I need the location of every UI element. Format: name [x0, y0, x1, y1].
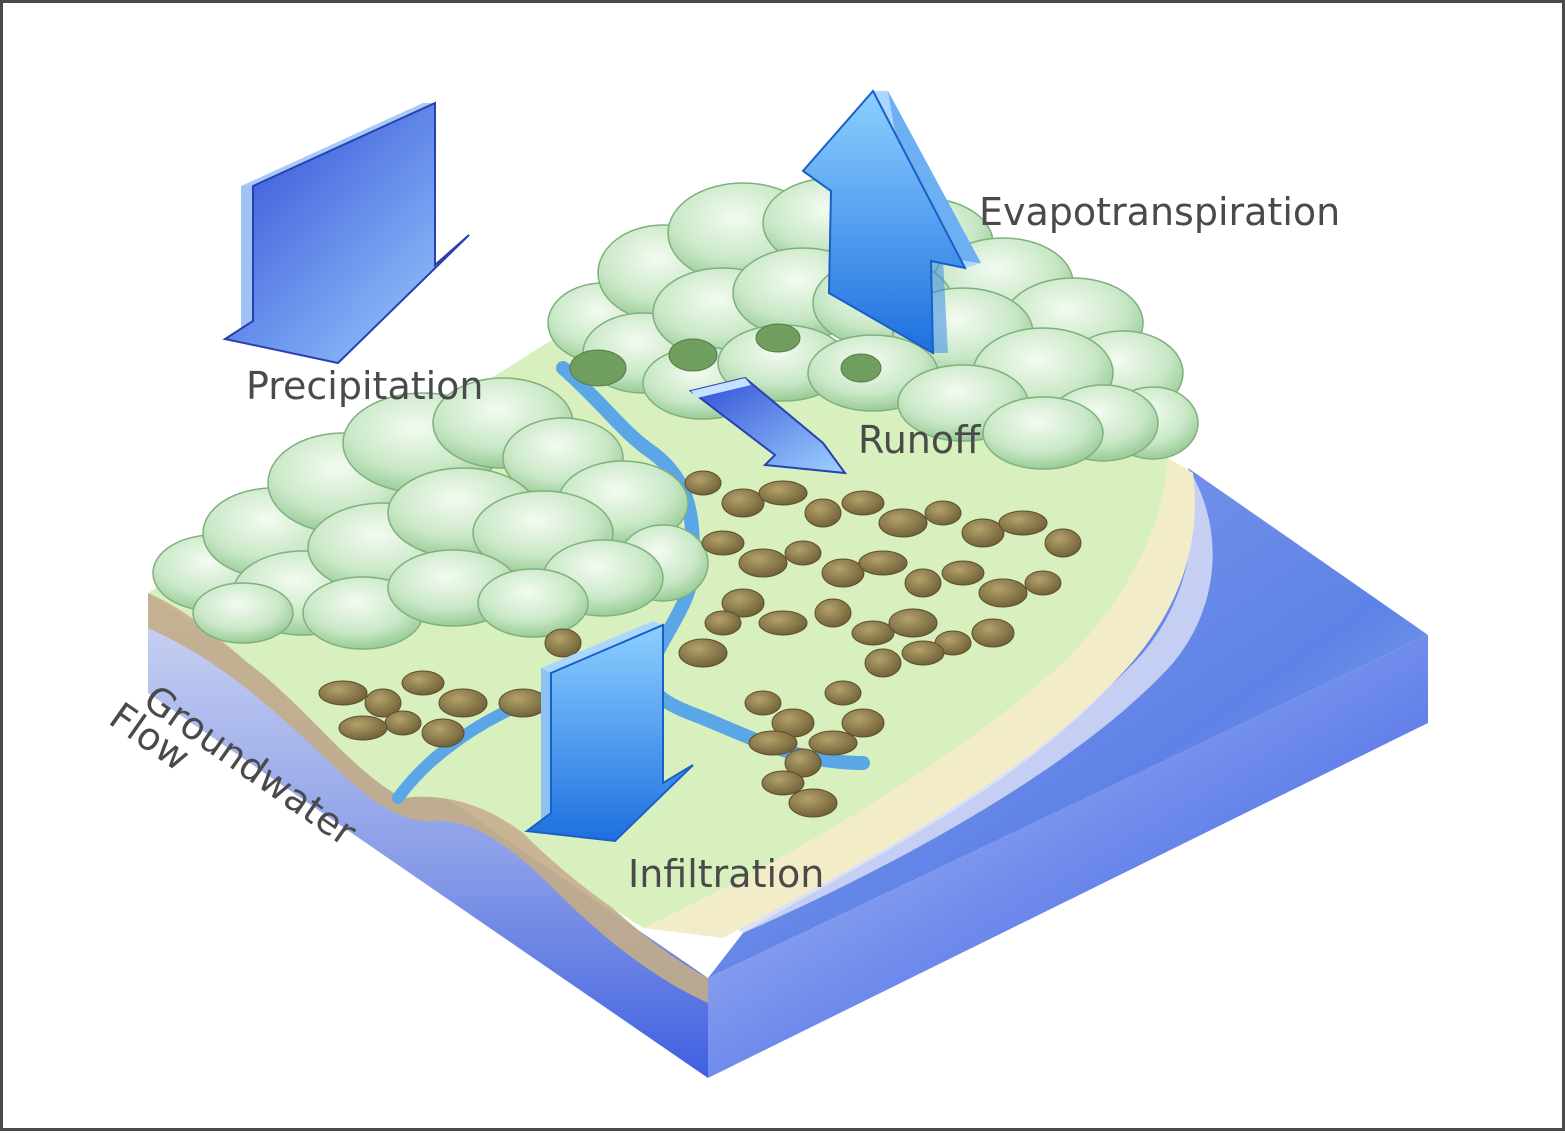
- shrub: [924, 500, 962, 526]
- shrub: [758, 480, 808, 506]
- shrub: [738, 548, 788, 578]
- surf-band: [723, 468, 1213, 933]
- shrub: [318, 680, 368, 706]
- shrub: [888, 608, 938, 638]
- water-cycle-diagram: Precipitation Evapotranspiration Runoff …: [102, 89, 1428, 1078]
- shrub: [338, 715, 388, 741]
- shrub: [744, 690, 782, 716]
- shrub: [784, 748, 822, 778]
- precipitation-arrow: [222, 101, 470, 365]
- shrub: [978, 578, 1028, 608]
- shrub: [901, 640, 945, 666]
- shrub: [761, 770, 805, 796]
- shrub: [364, 688, 402, 718]
- shrub: [384, 710, 422, 736]
- forest-canopy-left: [152, 377, 709, 650]
- infiltration-label: Infiltration: [628, 852, 824, 896]
- shrub: [721, 588, 765, 618]
- runoff-arrow: [688, 376, 848, 475]
- shrubs: [318, 470, 1082, 818]
- shrub: [858, 550, 908, 576]
- shrub: [748, 730, 798, 756]
- shrub: [851, 620, 895, 646]
- shrub: [864, 648, 902, 678]
- evapotranspiration-label: Evapotranspiration: [979, 190, 1340, 234]
- shrub: [841, 708, 885, 738]
- shrub: [878, 508, 928, 538]
- shrub: [721, 488, 765, 518]
- infiltration-arrow: [524, 621, 694, 843]
- shrub: [808, 730, 858, 756]
- precipitation-label: Precipitation: [246, 364, 484, 408]
- shrub: [941, 560, 985, 586]
- shrub: [971, 618, 1015, 648]
- shrub: [961, 518, 1005, 548]
- shrub: [841, 490, 885, 516]
- shrub: [421, 718, 465, 748]
- shrub: [814, 598, 852, 628]
- evapotranspiration-arrow: [801, 89, 981, 355]
- shrub: [904, 568, 942, 598]
- shrub: [498, 688, 548, 718]
- shrub: [684, 470, 722, 496]
- dark-canopy-accents: [569, 323, 882, 387]
- shrub: [678, 638, 728, 668]
- runoff-label: Runoff: [858, 418, 981, 462]
- beach: [643, 458, 1195, 938]
- shrub: [758, 610, 808, 636]
- shrub: [401, 670, 445, 696]
- block-right-side: [708, 635, 1428, 1078]
- shrub: [804, 498, 842, 528]
- shrub: [784, 540, 822, 566]
- shrub: [544, 628, 582, 658]
- shrub: [1044, 528, 1082, 558]
- shrub: [704, 610, 742, 636]
- shrub: [1024, 570, 1062, 596]
- shrub: [438, 688, 488, 718]
- shrub: [824, 680, 862, 706]
- shrub: [821, 558, 865, 588]
- shrub: [701, 530, 745, 556]
- shrub: [788, 788, 838, 818]
- shrub: [998, 510, 1048, 536]
